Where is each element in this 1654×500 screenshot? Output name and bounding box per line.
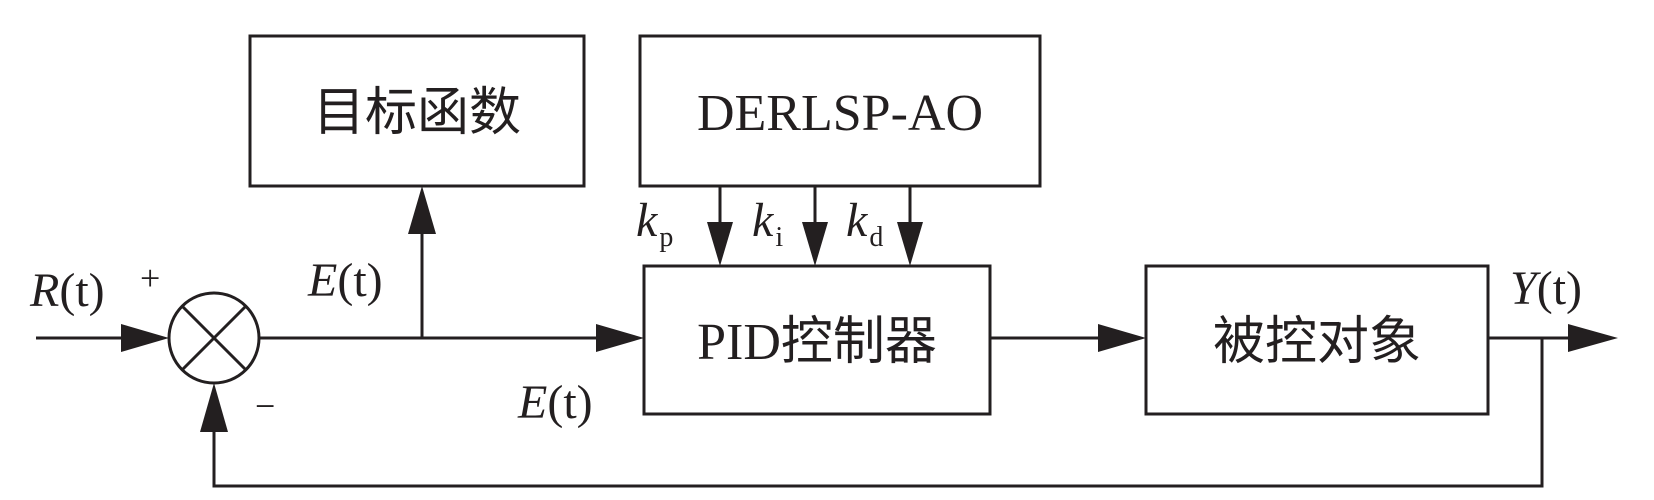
error-signal-label-lower: E(t) xyxy=(517,376,593,429)
plant-label: 被控对象 xyxy=(1213,314,1421,371)
kd-arrowhead xyxy=(897,222,923,266)
kp-label: kp xyxy=(636,194,673,253)
optimizer-label: DERLSP-AO xyxy=(697,85,983,142)
reference-signal-label: R(t) xyxy=(29,264,105,317)
objective-arrowhead xyxy=(408,186,436,234)
output-signal-label: Y(t) xyxy=(1510,262,1582,315)
ki-arrowhead xyxy=(802,222,828,266)
kd-label: kd xyxy=(846,194,883,253)
ki-label: ki xyxy=(752,194,783,253)
summing-junction xyxy=(167,291,261,385)
error-arrowhead xyxy=(596,324,644,352)
kp-arrowhead xyxy=(707,222,733,266)
optimizer-block xyxy=(638,34,1042,188)
control-arrowhead xyxy=(1098,324,1146,352)
plant-block xyxy=(1144,264,1490,416)
output-arrowhead xyxy=(1568,324,1618,352)
feedback-wire xyxy=(212,338,1544,488)
input-arrowhead xyxy=(121,324,169,352)
feedback-arrowhead xyxy=(200,383,228,432)
objective-function-block xyxy=(248,34,586,188)
error-signal-label-upper: E(t) xyxy=(307,254,383,307)
plus-sign: + xyxy=(140,258,160,298)
pid-controller-label: PID控制器 xyxy=(697,314,937,371)
objective-function-label: 目标函数 xyxy=(313,85,521,142)
minus-sign: − xyxy=(255,386,275,426)
pid-controller-block xyxy=(642,264,992,416)
